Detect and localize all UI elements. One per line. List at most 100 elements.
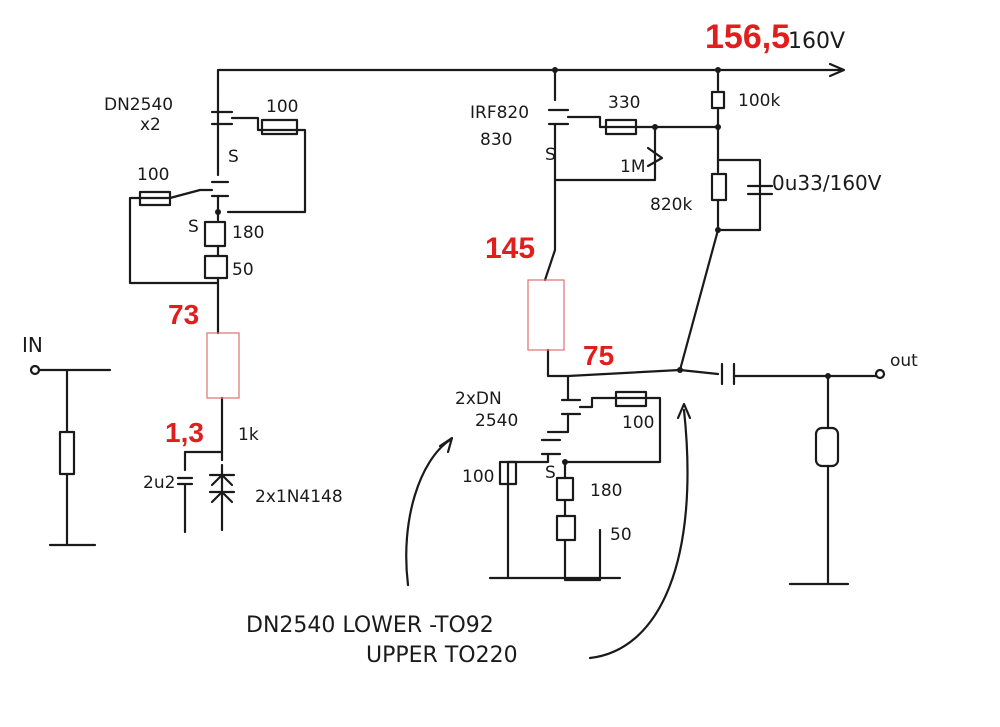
note-line-2: UPPER TO220 — [366, 643, 518, 668]
label-left-res-180: 180 — [232, 223, 264, 243]
left-mid-mosfet — [210, 180, 230, 198]
label-lower-mosfet-part: 2540 — [475, 411, 518, 431]
label-left-res-1k: 1k — [238, 425, 259, 445]
label-right-top-mosfet: IRF820 — [470, 103, 529, 123]
label-input: IN — [22, 333, 43, 357]
label-right-pin-s: S — [545, 145, 556, 165]
voltage-annotations: 156,5 145 75 73 1,3 — [165, 18, 790, 448]
lower-mosfet-1 — [560, 398, 582, 416]
label-supply: 160V — [788, 29, 845, 54]
voltage-145: 145 — [485, 232, 535, 265]
supply-arrow — [828, 62, 846, 78]
label-lower-res-50: 50 — [610, 525, 632, 545]
right-source-wire — [543, 178, 557, 282]
voltage-73: 73 — [168, 299, 199, 330]
label-left-cap: 2u2 — [143, 473, 175, 493]
right-gate-wire — [566, 115, 657, 129]
label-lower-res-100-right: 100 — [622, 413, 654, 433]
left-top-mosfet — [210, 110, 234, 126]
junction-dot — [552, 67, 558, 73]
label-left-diodes: 2x1N4148 — [255, 487, 343, 507]
label-left-pin-s-mid: S — [188, 217, 199, 237]
note-line-1: DN2540 LOWER -TO92 — [246, 613, 494, 638]
voltage-1-3: 1,3 — [165, 417, 204, 448]
junction-dot — [652, 124, 658, 130]
wiring — [29, 62, 886, 660]
lower-loop-c — [563, 528, 602, 582]
lower-gate-loop-1 — [566, 396, 662, 464]
lower-mid-wire — [546, 412, 570, 434]
label-lower-pin-s: S — [545, 463, 556, 483]
junction-dot — [562, 459, 568, 465]
label-left-gate-res-top: 100 — [266, 97, 298, 117]
notes: DN2540 LOWER -TO92 UPPER TO220 — [246, 613, 518, 668]
labels-right: IRF820 830 330 S 1M 100k 820k 0u33/160V … — [455, 29, 918, 545]
lower-res-50 — [555, 514, 577, 542]
output-cap — [720, 362, 736, 386]
lower-res-180 — [555, 476, 575, 502]
left-gate-res-100-mid — [138, 190, 172, 207]
right-source-loop — [553, 122, 720, 182]
right-res-1m — [646, 146, 664, 168]
label-right-top-pkg: 830 — [480, 130, 512, 150]
left-diodes — [208, 473, 236, 504]
input-ground — [48, 472, 97, 547]
label-right-res-1m: 1M — [620, 157, 645, 177]
output-ground — [788, 464, 850, 586]
junction-dot — [215, 209, 221, 215]
placeholder-box-left — [206, 332, 240, 399]
arrow-upper-curve — [588, 408, 689, 660]
label-lower-res-180: 180 — [590, 481, 622, 501]
left-top-gate-wire — [226, 116, 307, 214]
junction-dot — [825, 373, 831, 379]
right-res-330 — [604, 118, 638, 136]
placeholder-box-right — [527, 279, 565, 351]
arrow-lower-curve — [405, 438, 452, 587]
label-right-res-330: 330 — [608, 93, 640, 113]
right-top-mosfet — [547, 108, 570, 126]
labels-left: DN2540 x2 100 100 S S 180 50 1k 2u2 2x1N… — [22, 95, 343, 507]
left-res-180 — [203, 220, 227, 248]
label-left-mosfet-count: x2 — [140, 115, 161, 135]
junction-dots — [215, 67, 831, 465]
left-mid-gate-wire — [128, 188, 220, 285]
label-left-gate-res-mid: 100 — [137, 165, 169, 185]
label-left-pin-s-top: S — [228, 147, 239, 167]
right-res-100k — [710, 90, 726, 110]
label-lower-res-100-left: 100 — [462, 467, 494, 487]
lower-res-100-right — [614, 390, 648, 408]
input-wire — [37, 368, 112, 434]
arrow-lower-head — [438, 436, 454, 454]
voltage-75: 75 — [583, 340, 614, 371]
label-left-res-50: 50 — [232, 260, 254, 280]
arrow-upper-head — [676, 402, 692, 420]
label-lower-mosfet: 2xDN — [455, 389, 502, 409]
junction-dot — [715, 124, 721, 130]
label-output: out — [890, 351, 918, 371]
lower-gate-loop-2 — [506, 452, 550, 580]
label-left-mosfet: DN2540 — [104, 95, 173, 115]
label-right-res-100k: 100k — [738, 91, 780, 111]
junction-dot — [715, 227, 721, 233]
lower-mosfet-2 — [540, 438, 562, 456]
left-gate-res-100-top — [260, 118, 299, 136]
input-terminal — [29, 364, 41, 376]
junction-dot — [715, 67, 721, 73]
junction-dot — [677, 367, 683, 373]
right-res-820k — [710, 172, 728, 202]
input-resistor — [58, 430, 76, 476]
voltage-supply: 156,5 — [705, 18, 790, 56]
output-terminal — [874, 368, 886, 380]
label-right-cap: 0u33/160V — [772, 171, 882, 195]
lower-res-100-left — [498, 460, 518, 486]
left-res-50 — [203, 254, 229, 280]
right-bias-wire — [678, 228, 720, 372]
output-load — [814, 426, 840, 468]
label-right-res-820k: 820k — [650, 195, 692, 215]
supply-rail — [216, 68, 842, 97]
left-cap-wire — [176, 450, 224, 534]
right-cap-0u33 — [746, 184, 774, 196]
right-out-node — [546, 348, 720, 378]
